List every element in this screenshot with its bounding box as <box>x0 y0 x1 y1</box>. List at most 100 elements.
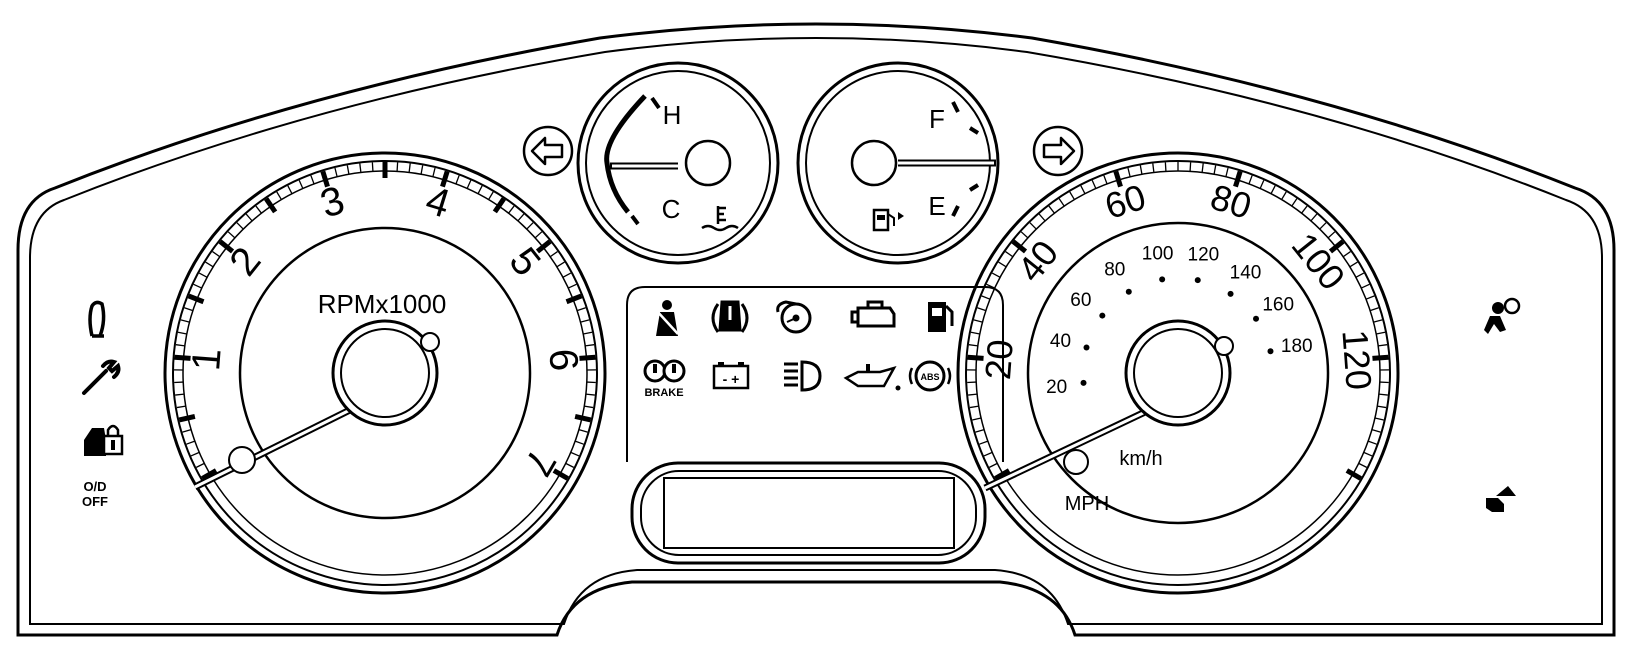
seat-heat-icon <box>88 300 106 338</box>
speedometer-minor-tick <box>1371 429 1381 433</box>
kmh-dot <box>1125 288 1132 295</box>
speedometer-minor-tick <box>1373 319 1383 323</box>
tachometer-minor-tick <box>396 162 399 172</box>
tachometer-minor-tick <box>432 167 436 177</box>
speedometer-minor-tick <box>1080 185 1086 195</box>
coolant-temp-icon <box>701 206 739 232</box>
tachometer-number: 7 <box>515 442 564 483</box>
speedometer-mph-unit: MPH <box>1065 493 1109 515</box>
brake-label: BRAKE <box>644 387 683 399</box>
tachometer-minor-tick <box>556 261 565 268</box>
tachometer-minor-tick <box>198 272 208 278</box>
speedometer-minor-tick <box>972 417 982 421</box>
speedometer-major-tick <box>1113 170 1123 188</box>
speedometer-minor-tick <box>1365 295 1375 300</box>
tachometer-major-tick <box>579 354 596 361</box>
tire-pressure-icon <box>711 300 749 333</box>
tachometer-major-tick <box>264 197 278 214</box>
tachometer-major-tick <box>218 239 235 254</box>
fuel-empty-label: E <box>928 191 945 221</box>
tachometer-major-tick <box>440 170 450 188</box>
tachometer-major-tick <box>320 170 330 188</box>
speedometer-minor-tick <box>1367 440 1377 445</box>
speedometer-minor-tick <box>1376 331 1386 335</box>
speedometer-major-tick <box>1328 239 1345 254</box>
speedometer-mph-number: 40 <box>1009 233 1066 290</box>
tachometer-minor-tick <box>585 393 595 396</box>
speedometer-minor-tick <box>1377 405 1387 409</box>
tachometer-minor-tick <box>584 405 594 409</box>
kmh-dot <box>1267 348 1274 355</box>
od-off-label-line1: O/D <box>83 479 106 494</box>
tachometer-minor-tick <box>180 319 190 323</box>
tachometer-minor-tick <box>549 251 558 258</box>
speedometer-minor-tick <box>969 405 979 409</box>
temperature-gauge: H C <box>576 61 780 265</box>
tachometer-minor-tick <box>570 451 580 457</box>
speedometer-mph-number: 100 <box>1284 225 1353 298</box>
tachometer-minor-tick <box>562 272 572 278</box>
tachometer-minor-tick <box>298 179 304 189</box>
tachometer-minor-tick <box>287 185 293 195</box>
speedometer-minor-tick <box>1270 185 1276 195</box>
warning-panel-frame <box>626 286 1004 462</box>
speedometer-major-tick <box>1011 239 1028 254</box>
battery-label: - + <box>723 371 740 387</box>
headlight-icon <box>784 360 822 392</box>
tachometer-major-tick <box>535 239 552 254</box>
tachometer-major-tick <box>201 468 218 481</box>
speedometer-minor-tick <box>986 283 995 289</box>
od-off-label-line2: OFF <box>82 494 108 509</box>
speedometer-minor-tick <box>1342 251 1351 258</box>
message-center-display <box>630 461 987 565</box>
tachometer-minor-tick <box>184 307 194 312</box>
speedometer-minor-tick <box>977 307 987 312</box>
tachometer-minor-tick <box>488 191 494 200</box>
needle-stop-peg <box>228 446 256 474</box>
tachometer-minor-tick <box>245 213 253 222</box>
speedometer-minor-tick <box>1361 283 1370 289</box>
speedometer-minor-tick <box>1301 205 1308 214</box>
speedometer-minor-tick <box>1058 198 1065 207</box>
passenger-airbag-icon <box>1486 486 1516 512</box>
speedometer-mph-number: 20 <box>977 338 1021 381</box>
fuel-pump-icon <box>872 208 904 232</box>
speedometer-minor-tick <box>1363 451 1373 457</box>
tachometer-minor-tick <box>585 344 595 347</box>
temp-high-label: H <box>663 100 682 130</box>
kmh-dot <box>1253 315 1260 322</box>
tachometer-minor-tick <box>227 231 236 239</box>
abs-label: ABS <box>920 372 939 382</box>
speedometer-major-tick <box>1345 468 1362 481</box>
tachometer-number: 5 <box>501 239 549 284</box>
abs-icon: ABS <box>908 360 952 392</box>
tachometer-minor-tick <box>236 222 244 230</box>
speedometer-kmh-number: 120 <box>1188 245 1220 266</box>
speedometer-minor-tick <box>968 344 978 347</box>
temp-low-label: C <box>662 194 681 224</box>
tachometer-minor-tick <box>534 231 543 239</box>
tachometer-major-tick <box>565 293 583 305</box>
speedometer-minor-tick <box>1358 462 1368 468</box>
speedometer-minor-tick <box>979 440 989 445</box>
tachometer-major-tick <box>552 468 569 481</box>
tachometer-minor-tick <box>455 175 460 185</box>
tachometer-minor-tick <box>574 440 584 445</box>
tachometer-minor-tick <box>186 440 196 445</box>
speedometer-minor-tick <box>1349 261 1358 268</box>
tachometer-minor-tick <box>195 462 205 468</box>
tachometer-minor-tick <box>346 165 350 175</box>
tachometer-minor-tick <box>466 179 472 189</box>
fuel-gauge: F E <box>796 61 1000 265</box>
check-engine-icon <box>850 300 896 328</box>
speedometer-minor-tick <box>981 295 991 300</box>
tachometer-major-tick <box>174 354 191 361</box>
low-fuel-icon <box>928 302 954 332</box>
kmh-dot <box>1099 312 1106 319</box>
speedometer-minor-tick <box>1164 162 1167 172</box>
tachometer-minor-tick <box>276 191 282 200</box>
kmh-dot <box>1159 276 1166 283</box>
speedometer-minor-tick <box>983 451 993 457</box>
tachometer-minor-tick <box>182 429 192 433</box>
